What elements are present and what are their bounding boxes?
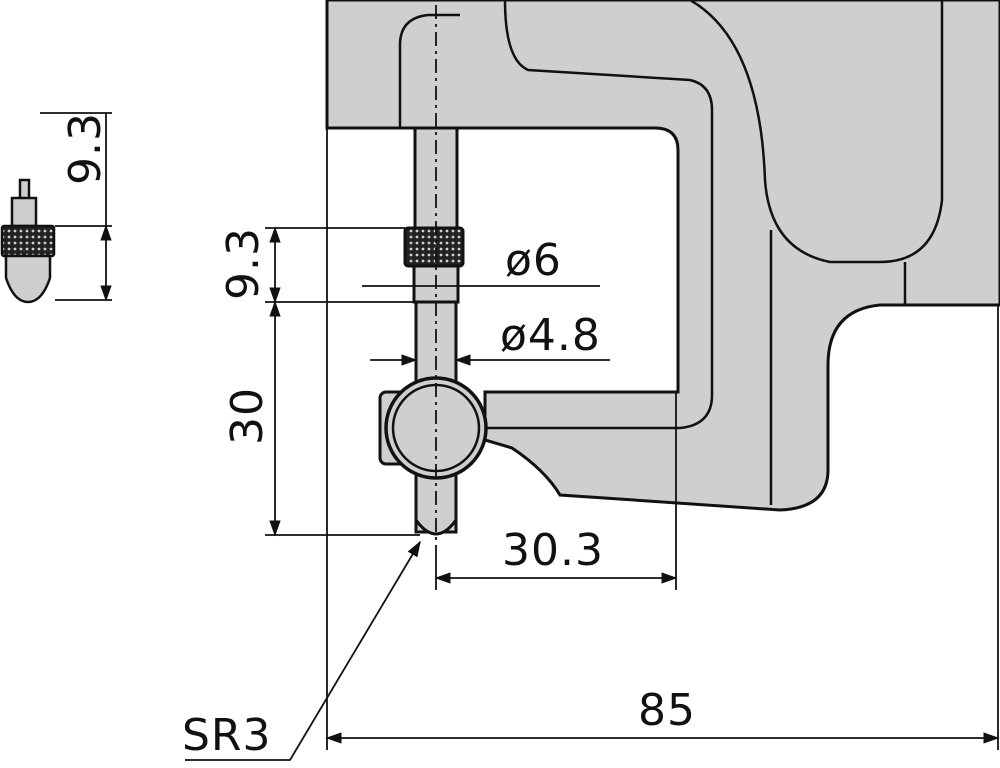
travel-length-label: 30 (222, 387, 273, 445)
overall-width-label: 85 (638, 685, 696, 736)
top-tip-height-label: 9.3 (60, 112, 111, 185)
dimension-contact-diameter: ø4.8 (370, 310, 610, 366)
dimension-top-tip-height: 9.3 (40, 112, 112, 302)
contact-diameter-label: ø4.8 (500, 310, 601, 361)
ball-radius-label: SR3 (182, 710, 272, 761)
dimension-ball-radius: SR3 (182, 540, 421, 761)
left-tip-height-label: 9.3 (218, 227, 269, 300)
tip-side-view (0, 178, 56, 304)
dimension-throat-depth: 30.3 (434, 392, 678, 590)
dimension-travel: 30 (222, 300, 420, 537)
throat-depth-label: 30.3 (502, 525, 604, 576)
dimension-overall-width: 85 (325, 128, 1000, 750)
frame-body (325, 0, 1000, 512)
spindle (378, 5, 488, 545)
dimension-left-tip-height: 9.3 (218, 226, 415, 304)
dimension-spindle-diameter: ø6 (362, 235, 600, 287)
spindle-diameter-label: ø6 (505, 235, 562, 286)
